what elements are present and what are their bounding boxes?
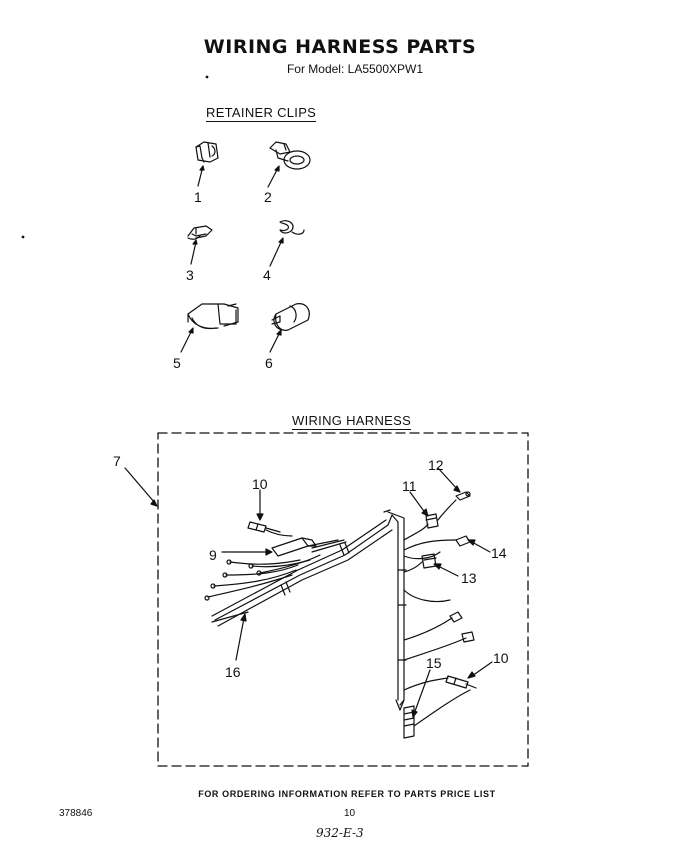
harness-terminal-10-bottom-drawing <box>403 661 493 691</box>
callout-harness-7: 7 <box>113 453 121 469</box>
page-title: WIRING HARNESS PARTS <box>203 36 477 58</box>
retainer-clip-4-drawing <box>269 220 305 267</box>
harness-lead-16-drawing <box>211 611 249 661</box>
harness-connector-9-drawing <box>221 537 347 557</box>
callout-clip-2: 2 <box>264 189 272 205</box>
callout-clip-1: 1 <box>194 189 202 205</box>
ordering-note: FOR ORDERING INFORMATION REFER TO PARTS … <box>198 789 496 799</box>
model-line: For Model: LA5500XPW1 <box>286 62 424 76</box>
callout-harness-16: 16 <box>225 664 241 680</box>
wiring-harness-heading: WIRING HARNESS <box>292 413 412 430</box>
retainer-clip-1-drawing <box>195 141 219 187</box>
scan-speck <box>205 75 209 79</box>
harness-connector-14-drawing <box>403 535 491 560</box>
callout-harness-14: 14 <box>491 545 507 561</box>
document-number: 378846 <box>59 808 93 819</box>
callout-harness-10-top: 10 <box>252 476 268 492</box>
callout-harness-11: 11 <box>402 478 417 494</box>
scan-speck <box>21 235 25 239</box>
callout-clip-4: 4 <box>263 267 271 283</box>
callout-harness-9: 9 <box>209 547 217 563</box>
harness-terminal-12-drawing <box>437 467 471 521</box>
callout-clip-5: 5 <box>173 355 181 371</box>
page-number: 10 <box>344 808 356 819</box>
harness-end-connector-15-drawing <box>403 669 471 739</box>
harness-left-wires-drawing <box>204 554 321 601</box>
callout-clip-3: 3 <box>186 267 194 283</box>
callout-harness-10-bottom: 10 <box>493 650 509 666</box>
retainer-clip-2-drawing <box>267 141 311 188</box>
callout-clip-6: 6 <box>265 355 273 371</box>
retainer-clip-3-drawing <box>187 225 213 265</box>
harness-connector-11-drawing <box>403 491 439 541</box>
harness-dashed-frame <box>157 432 529 767</box>
harness-right-leads-drawing <box>403 589 475 661</box>
retainer-clip-6-drawing <box>269 303 310 353</box>
harness-terminal-10-top-drawing <box>247 489 293 537</box>
harness-trunk-drawing <box>211 509 407 711</box>
retainer-clip-5-drawing <box>180 303 239 353</box>
callout-harness-13: 13 <box>461 570 477 586</box>
retainer-clips-heading: RETAINER CLIPS <box>206 105 317 122</box>
handwritten-note: 932-E-3 <box>316 826 364 840</box>
harness-connector-13-drawing <box>403 553 459 577</box>
callout-harness-15: 15 <box>426 655 442 671</box>
callout-7-leader <box>124 467 158 507</box>
